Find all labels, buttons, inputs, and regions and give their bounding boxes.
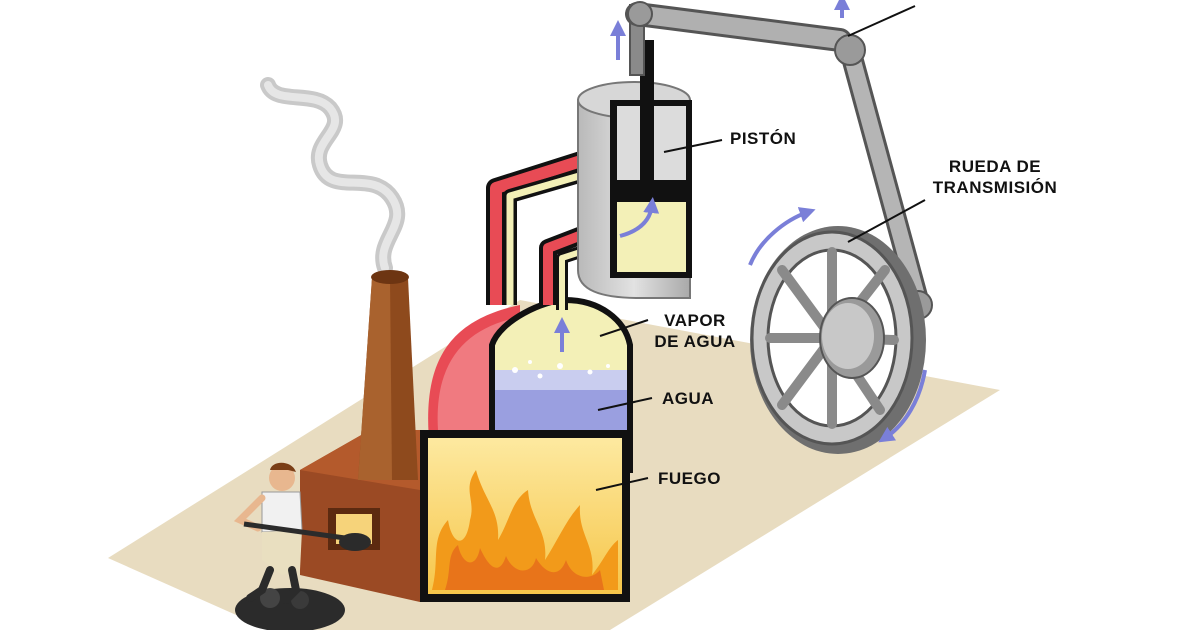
label-drive-wheel: RUEDA DE TRANSMISIÓN — [905, 156, 1085, 198]
leader-lines — [595, 5, 926, 491]
label-piston: PISTÓN — [730, 129, 797, 148]
label-drive-wheel-line2: TRANSMISIÓN — [932, 178, 1058, 197]
fire-box — [420, 430, 630, 602]
label-fire: FUEGO — [658, 469, 721, 488]
linkage — [625, 1, 933, 320]
label-steam-line1: VAPOR — [664, 311, 726, 330]
shovel — [243, 521, 346, 541]
label-steam-line2: DE AGUA — [654, 332, 736, 351]
worker-figure — [233, 462, 371, 630]
drive-wheel — [750, 226, 926, 454]
label-steam: VAPOR DE AGUA — [640, 310, 750, 352]
water-bubbles — [512, 360, 610, 379]
steam-pipe-left — [486, 145, 604, 305]
label-water: AGUA — [662, 389, 715, 408]
label-drive-wheel-line1: RUEDA DE — [948, 157, 1042, 176]
direction-arrows — [554, 0, 927, 443]
chimney — [358, 270, 418, 480]
